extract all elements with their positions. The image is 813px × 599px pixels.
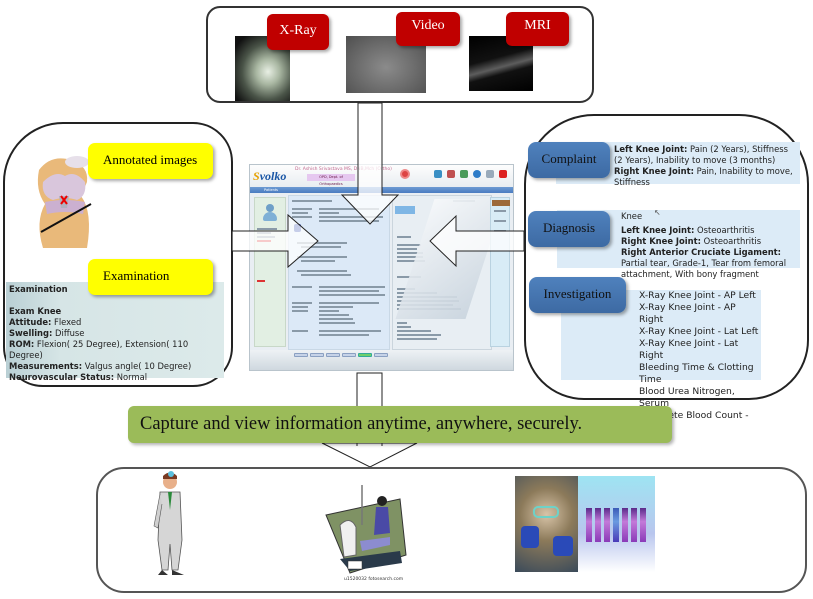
investigation-item: X-Ray Knee Joint - AP Right bbox=[639, 302, 736, 325]
stock-photo-caption: u1520032 fotosearch.com bbox=[344, 577, 404, 582]
doctor-illustration bbox=[150, 470, 190, 580]
arrow-shaft-app-to-banner bbox=[356, 372, 383, 408]
users-panel bbox=[96, 467, 807, 593]
patient-traction-illustration bbox=[320, 485, 412, 577]
app-button[interactable] bbox=[326, 353, 340, 357]
diagnosis-line-acl: Right Anterior Cruciate Ligament: Partia… bbox=[621, 247, 787, 279]
app-logo: Svolko bbox=[253, 169, 287, 183]
app-toolbar bbox=[434, 170, 507, 178]
investigation-item: Bleeding Time & Clotting Time bbox=[639, 362, 754, 385]
mri-label: MRI bbox=[506, 12, 569, 46]
app-button-active[interactable] bbox=[358, 353, 372, 357]
exam-row-rom: ROM: Flexion( 25 Degree), Extension( 110… bbox=[9, 339, 189, 360]
nav-patients[interactable]: Patients bbox=[264, 188, 279, 192]
patient-sidebar bbox=[254, 197, 286, 347]
tagline-banner: Capture and view information anytime, an… bbox=[128, 406, 672, 443]
pdf-icon[interactable] bbox=[499, 170, 507, 178]
xray-label: X-Ray bbox=[267, 14, 329, 50]
examination-details: Examination Exam Knee Attitude: Flexed S… bbox=[6, 282, 224, 382]
investigation-item: X-Ray Knee Joint - Lat Left bbox=[639, 326, 759, 337]
investigation-item: X-Ray Knee Joint - Lat Right bbox=[639, 338, 739, 361]
arrow-down-from-media bbox=[340, 102, 400, 225]
complaint-line-right: Right Knee Joint: Pain, Inability to mov… bbox=[614, 166, 793, 187]
app-button[interactable] bbox=[294, 353, 308, 357]
patient-avatar-icon bbox=[263, 204, 277, 222]
arrow-left-from-clinical bbox=[429, 214, 525, 268]
investigation-label: Investigation bbox=[529, 277, 626, 313]
arrow-right-from-annotations bbox=[231, 213, 319, 269]
cursor-icon: ↖ bbox=[654, 208, 661, 217]
investigation-item: Blood Urea Nitrogen, Serum bbox=[639, 386, 735, 409]
app-button[interactable] bbox=[310, 353, 324, 357]
users-icon[interactable] bbox=[447, 170, 455, 178]
diagnosis-line-right: Right Knee Joint: Osteoarthritis bbox=[621, 236, 762, 246]
complaint-label: Complaint bbox=[528, 142, 610, 178]
knee-anatomy-annotated-image bbox=[31, 152, 97, 248]
diagnosis-site: Knee bbox=[621, 211, 643, 221]
doctor-name: Dr. Ashish Srivastava MS, DNB,Mch (Ortho… bbox=[295, 167, 392, 172]
diagnosis-line-left: Left Knee Joint: Osteoarthritis bbox=[621, 225, 755, 235]
diagnosis-label: Diagnosis bbox=[528, 211, 610, 247]
exam-row-measurements: Measurements: Valgus angle( 10 Degree) bbox=[9, 361, 192, 371]
app-button[interactable] bbox=[342, 353, 356, 357]
money-icon[interactable] bbox=[460, 170, 468, 178]
door-icon[interactable] bbox=[434, 170, 442, 178]
video-label: Video bbox=[396, 12, 460, 46]
exam-row-swelling: Swelling: Diffuse bbox=[9, 328, 85, 338]
investigation-item: X-Ray Knee Joint - AP Left bbox=[639, 290, 756, 301]
test-tubes-image bbox=[578, 476, 655, 572]
complaint-line-left: Left Knee Joint: Pain (2 Years), Stiffne… bbox=[614, 144, 788, 165]
minimize-icon[interactable] bbox=[486, 170, 494, 178]
exam-row-attitude: Attitude: Flexed bbox=[9, 317, 82, 327]
examination-label: Examination bbox=[88, 259, 213, 295]
annotated-images-label: Annotated images bbox=[88, 143, 213, 179]
exam-row-neurovascular: Neurovascular Status: Normal bbox=[9, 372, 148, 382]
exam-heading: Examination bbox=[9, 284, 68, 294]
exam-subheading: Exam Knee bbox=[9, 306, 62, 316]
arrow-head-to-users bbox=[321, 442, 418, 468]
app-button[interactable] bbox=[374, 353, 388, 357]
lab-researcher-image bbox=[515, 476, 578, 572]
department-badge: OPD, Dept. of Orthopaedics bbox=[307, 174, 355, 186]
help-icon[interactable] bbox=[473, 170, 481, 178]
app-action-buttons bbox=[294, 353, 388, 357]
hospital-emblem-icon bbox=[400, 169, 410, 179]
